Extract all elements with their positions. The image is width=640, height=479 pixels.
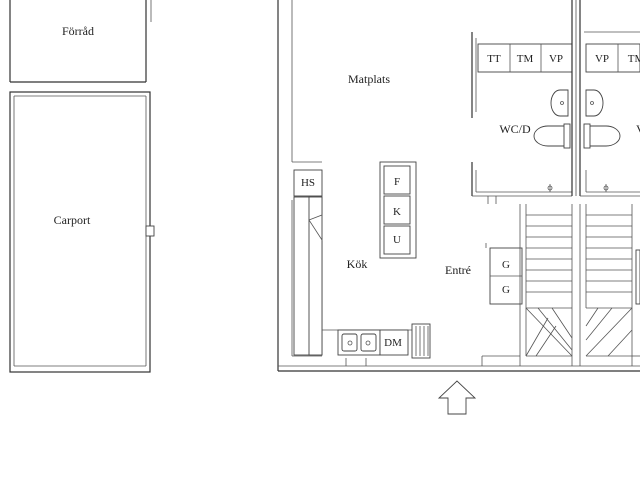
fixture-label-tm-right: TM bbox=[628, 53, 640, 65]
room-label-kok: Kök bbox=[347, 257, 368, 271]
stairs-right bbox=[579, 204, 640, 366]
kitchen bbox=[293, 161, 431, 366]
entrance-arrow-icon bbox=[437, 380, 477, 415]
room-label-entre: Entré bbox=[445, 263, 471, 277]
room-label-wc-right-partial: V bbox=[636, 122, 640, 136]
room-label-matplats: Matplats bbox=[348, 72, 390, 86]
fixture-label-k: K bbox=[393, 206, 401, 218]
fixture-label-f: F bbox=[394, 176, 400, 188]
entrance-area bbox=[481, 243, 523, 366]
fixture-label-dm: DM bbox=[384, 337, 402, 349]
wc-area-right bbox=[580, 31, 640, 197]
stairs-left bbox=[519, 204, 573, 366]
room-label-carport: Carport bbox=[54, 213, 91, 227]
fixture-label-tm: TM bbox=[517, 53, 534, 65]
fixture-label-vp: VP bbox=[549, 53, 563, 65]
fixture-label-hs: HS bbox=[301, 177, 315, 189]
fixture-label-g2: G bbox=[502, 284, 510, 296]
fixture-label-g1: G bbox=[502, 259, 510, 271]
fixture-label-vp-right: VP bbox=[595, 53, 609, 65]
room-label-forrad: Förråd bbox=[62, 24, 94, 38]
room-label-wc: WC/D bbox=[499, 122, 531, 136]
house-walls bbox=[277, 0, 640, 372]
wc-area bbox=[471, 0, 581, 204]
fixture-label-u: U bbox=[393, 234, 401, 246]
fixture-label-tt: TT bbox=[487, 53, 501, 65]
outbuilding bbox=[9, 0, 155, 373]
